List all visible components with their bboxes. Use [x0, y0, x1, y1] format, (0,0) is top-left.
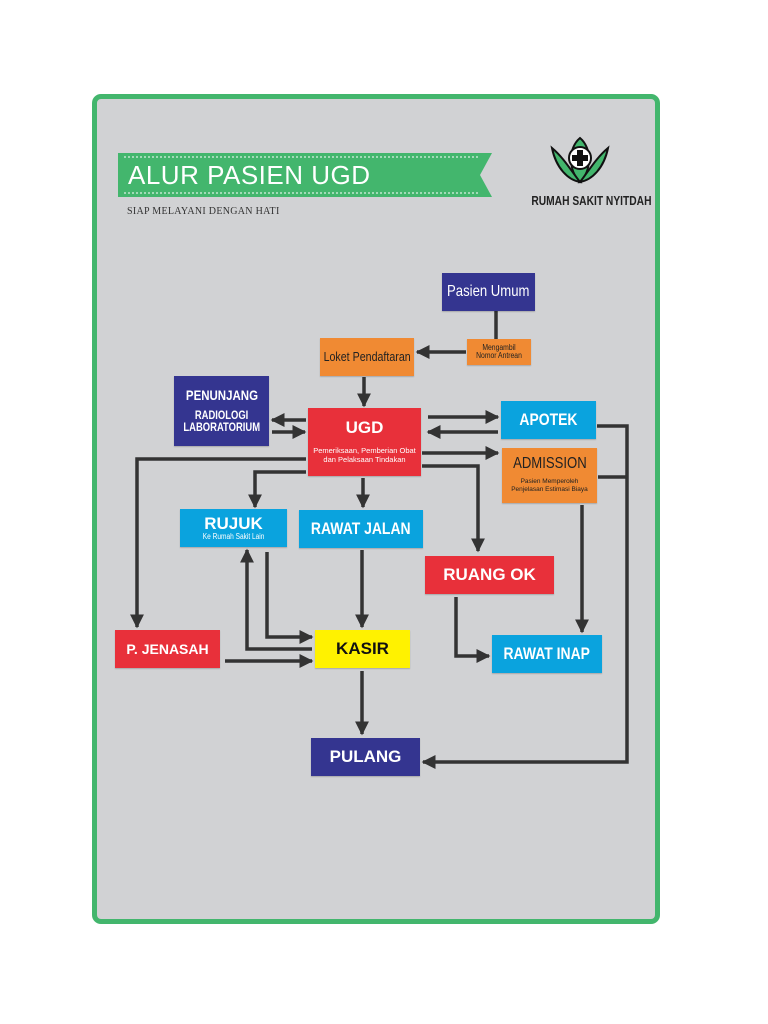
- node-admission: ADMISSION Pasien Memperoleh Penjelasan E…: [502, 448, 597, 503]
- node-pasien-umum: Pasien Umum: [442, 273, 535, 311]
- node-loket-pendaftaran: Loket Pendaftaran: [320, 338, 414, 376]
- node-mengambil-antrean: Mengambil Nomor Antrean: [467, 339, 531, 365]
- tagline: SIAP MELAYANI DENGAN HATI: [127, 206, 280, 217]
- node-penunjang: PENUNJANG RADIOLOGI LABORATORIUM: [174, 376, 269, 446]
- hospital-name: RUMAH SAKIT NYITDAH: [531, 194, 652, 208]
- page-title: ALUR PASIEN UGD: [128, 160, 371, 190]
- title-ribbon: [118, 153, 492, 197]
- node-pulang: PULANG: [311, 738, 420, 776]
- arrow-ugd-to-rujuk: [248, 470, 306, 509]
- arrow-ugd-to-jenasah: [130, 457, 306, 629]
- node-jenasah: P. JENASAH: [115, 630, 220, 668]
- node-rujuk: RUJUK Ke Rumah Sakit Lain: [180, 509, 287, 547]
- node-rawat-inap: RAWAT INAP: [492, 635, 602, 673]
- node-kasir: KASIR: [315, 630, 410, 668]
- arrow-kasir-to-rujuk: [240, 548, 312, 651]
- node-ugd: UGD Pemeriksaan, Pemberian Obat dan Pela…: [308, 408, 421, 476]
- node-apotek: APOTEK: [501, 401, 596, 439]
- arrow-rujuk-to-kasir: [265, 552, 314, 644]
- hospital-logo-icon: [550, 136, 610, 184]
- arrow-ugd-to-ruang-ok: [422, 464, 485, 553]
- node-ruang-ok: RUANG OK: [425, 556, 554, 594]
- arrow-apotek-to-pulang: [421, 424, 629, 769]
- node-rawat-jalan: RAWAT JALAN: [299, 510, 423, 548]
- arrow-ruang-ok-to-rawat-inap: [454, 597, 491, 663]
